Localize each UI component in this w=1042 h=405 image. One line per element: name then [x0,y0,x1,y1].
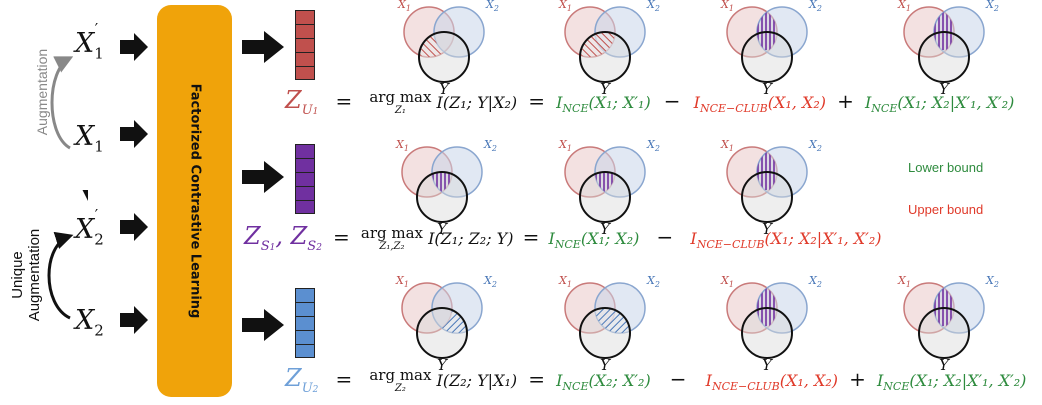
factorized-contrastive-learning-block: Factorized Contrastive Learning [157,5,232,397]
embedding-zs [295,144,315,214]
venn-label-y: Y [762,80,772,98]
venn-diagram [564,6,646,83]
venn-label-y: Y [762,356,772,374]
venn-diagram [903,6,985,83]
venn-label-y: Y [939,80,949,98]
venn-label-x1: X1 [396,274,409,290]
venn-label-x1: X1 [396,138,409,154]
venn-label-x1: X1 [559,274,572,290]
venn-diagram [564,282,646,359]
embedding-zu2 [295,288,315,358]
augmentation-label: Augmentation [34,48,50,136]
augmentation-arrows [47,56,88,320]
venn-label-x2: X2 [986,274,999,290]
legend-lower-bound: Lower bound [908,160,984,175]
venn-diagram [726,6,808,83]
venn-label-x1: X1 [898,274,911,290]
venn-label-y: Y [600,356,610,374]
venn-label-y: Y [437,356,447,374]
venn-label-y: Y [600,220,610,238]
venn-label-x1: X1 [721,0,734,14]
unique-augmentation-label: Unique Augmentation [9,228,43,322]
model-label: Factorized Contrastive Learning [187,83,202,319]
venn-label-x2: X2 [809,274,822,290]
input-x2-prime: X2′ [75,206,104,249]
venn-label-x2: X2 [647,0,660,14]
legend-upper-bound: Upper bound [908,202,984,217]
venn-diagram [401,282,483,359]
venn-label-x2: X2 [986,0,999,14]
augmentation-arrow [50,56,74,150]
input-arrows [120,33,148,334]
venn-label-x2: X2 [809,0,822,14]
venn-label-x1: X1 [721,138,734,154]
venn-label-x2: X2 [647,138,660,154]
arrow-right-icon [242,161,284,193]
venn-label-x2: X2 [809,138,822,154]
venn-label-x1: X1 [559,0,572,14]
arrow-right-icon [120,33,148,61]
arrow-right-icon [120,306,148,334]
arrow-right-icon [242,31,284,63]
venn-label-x1: X1 [398,0,411,14]
venn-diagram [726,146,808,223]
venn-diagram [564,146,646,223]
embedding-zu1 [295,10,315,80]
venn-label-y: Y [437,220,447,238]
input-x2: X2 [75,305,104,340]
venn-label-y: Y [439,80,449,98]
arrow-right-icon [120,120,148,148]
arrow-right-icon [242,309,284,341]
venn-diagram [403,6,485,83]
venn-label-x1: X1 [898,0,911,14]
venn-diagram [903,282,985,359]
venn-label-x2: X2 [484,274,497,290]
venn-label-x1: X1 [721,274,734,290]
output-arrows [242,31,284,341]
venn-diagram [726,282,808,359]
input-x1: X1 [75,121,104,156]
venn-label-y: Y [939,356,949,374]
venn-label-x2: X2 [647,274,660,290]
venn-diagram [401,146,483,223]
unique-augmentation-arrow [47,231,74,320]
venn-label-y: Y [762,220,772,238]
input-x1-prime: X1′ [75,20,104,63]
venn-label-x2: X2 [486,0,499,14]
venn-label-y: Y [600,80,610,98]
venn-label-x1: X1 [559,138,572,154]
arrow-right-icon [120,213,148,241]
venn-label-x2: X2 [484,138,497,154]
